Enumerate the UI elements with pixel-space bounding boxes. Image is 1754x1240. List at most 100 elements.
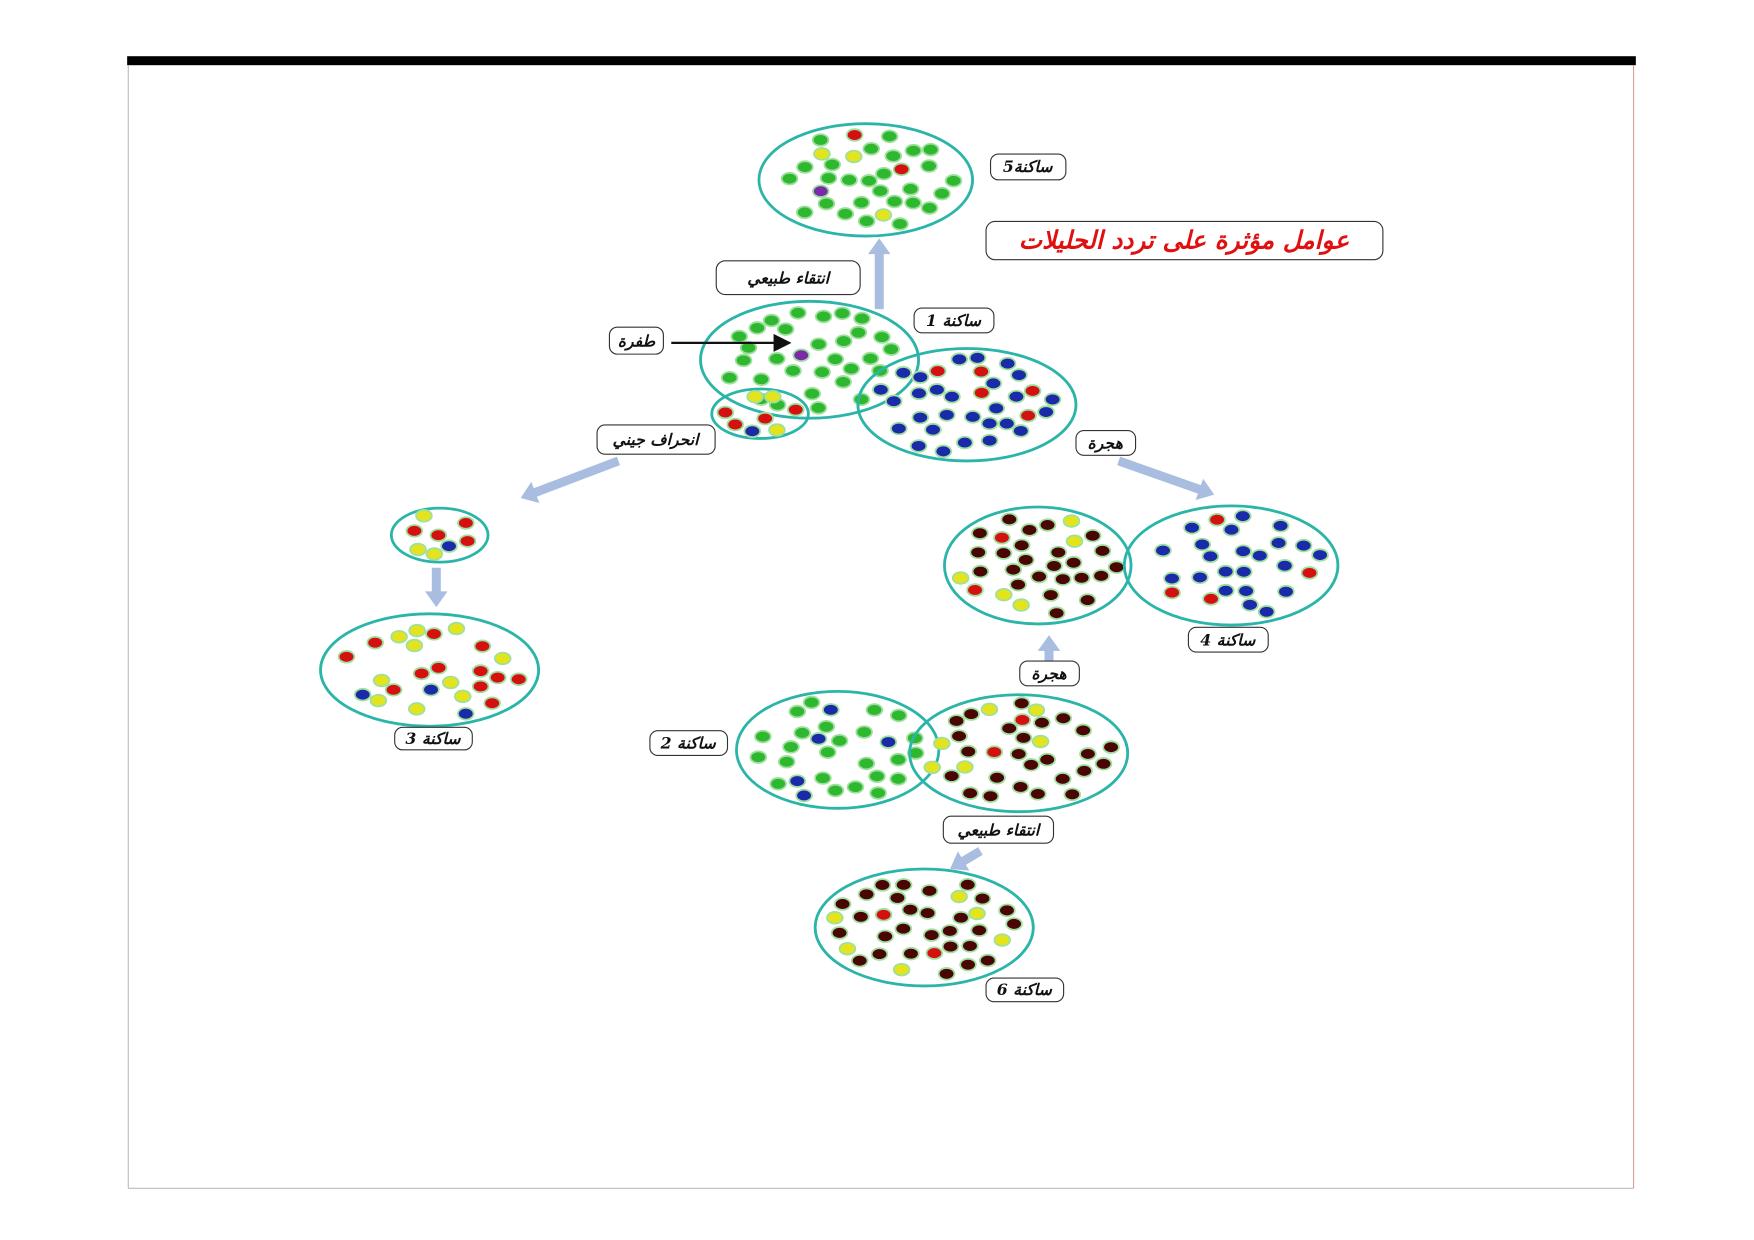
population-boundary [856,347,1078,463]
label-pop1-text: ساكنة 1 [926,311,982,330]
allele-dot-red [429,661,448,675]
allele-dot-purple [812,184,830,198]
allele-dot-green [814,309,833,324]
allele-dot-dark [941,924,959,938]
allele-dot-dark [961,786,979,800]
population-pop4-left [943,505,1133,626]
allele-dot-blue [788,774,807,788]
allele-dot-dark [1054,711,1073,726]
allele-dot-dark [973,891,992,906]
allele-dot-blue [1251,548,1269,563]
allele-dot-yellow [993,933,1012,947]
allele-dot-dark [1033,716,1051,730]
label-migration-top: هجرة [1075,430,1137,456]
allele-dot-dark [1072,571,1091,585]
allele-dot-yellow [892,962,911,977]
allele-dot-blue [943,389,961,404]
allele-dot-red [509,672,528,686]
allele-dot-yellow [1062,514,1081,528]
allele-dot-dark [1022,758,1040,772]
allele-dot-blue [1277,584,1295,599]
allele-dot-dark [1012,696,1031,711]
allele-dot-dark [1038,752,1056,767]
allele-dot-dark [970,923,988,938]
allele-dot-green [780,171,799,186]
allele-dot-blue [998,356,1017,371]
allele-dot-blue [1222,522,1241,537]
allele-dot-red [845,128,864,142]
arrow-to-pop4-from-pop2 [1037,635,1061,662]
allele-dot-yellow [407,702,426,716]
allele-dot-blue [928,383,946,397]
allele-dot-dark [1075,764,1093,778]
population-pop1-neighbor [856,347,1078,463]
allele-dot-dark [1094,757,1113,771]
allele-dot-green [944,174,963,188]
allele-dot-green [906,746,925,760]
allele-dot-green [818,745,837,759]
allele-dot-yellow [415,509,433,523]
allele-dot-red [473,639,492,653]
allele-dot-green [871,184,890,198]
allele-dot-blue [950,352,969,367]
allele-dot-dark [922,928,941,942]
label-mutation-text: طفرة [618,331,657,351]
allele-dot-dark [833,897,852,911]
allele-dot-green [889,708,908,723]
allele-dot-yellow [1065,534,1084,548]
allele-dot-dark [937,967,956,981]
allele-dot-green [901,182,920,196]
population-boundary [735,689,941,810]
population-boundary [813,867,1035,988]
allele-dot-dark [1064,555,1083,570]
population-pop3-founder [389,506,490,564]
top-bar [127,56,1636,66]
allele-dot-red [366,635,384,650]
allele-dot-yellow [441,675,460,690]
allele-dot-green [834,375,852,389]
allele-dot-green [796,160,814,174]
allele-dot-green [933,186,951,201]
allele-dot-dark [962,707,980,721]
allele-dot-green [754,729,772,744]
allele-dot-blue [1010,368,1028,382]
label-pop5-text: ساكنة5 [1003,157,1053,176]
allele-dot-yellow [950,889,968,904]
allele-dot-blue [743,424,762,438]
label-pop4-text: ساكنة 4 [1200,630,1256,649]
allele-dot-red [892,162,911,177]
population-pop2-right [908,693,1130,814]
allele-dot-green [809,337,828,351]
allele-dot-dark [1020,523,1039,537]
allele-dot-dark [952,910,970,925]
allele-dot-yellow [838,941,857,956]
allele-dot-red [429,528,448,542]
allele-dot-blue [1216,583,1235,598]
population-boundary [710,387,810,440]
allele-dot-green [920,201,939,215]
allele-dot-blue [1271,519,1290,533]
allele-dot-red [726,417,745,432]
allele-dot-dark [959,957,977,972]
allele-dot-dark [1012,538,1031,553]
allele-dot-green [920,159,938,173]
label-drift-text: انحراف جيني [613,430,702,450]
allele-dot-blue [1311,548,1329,562]
allele-dot-yellow [453,689,472,704]
populations [319,122,1340,988]
allele-dot-red [1019,408,1037,423]
allele-dot-dark [1000,512,1019,527]
allele-dot-dark [958,878,977,892]
allele-dot-red [1300,566,1319,580]
allele-dot-dark [1030,569,1048,584]
allele-dot-green [836,207,855,221]
allele-dot-dark [902,946,920,961]
allele-dot-green [852,392,871,407]
allele-dot-red [483,696,501,710]
allele-dot-dark [1017,553,1035,567]
allele-dot-dark [1093,544,1112,558]
arrow-to-pop6 [950,847,983,871]
allele-dot-red [993,530,1011,545]
allele-dot-yellow [409,542,427,557]
